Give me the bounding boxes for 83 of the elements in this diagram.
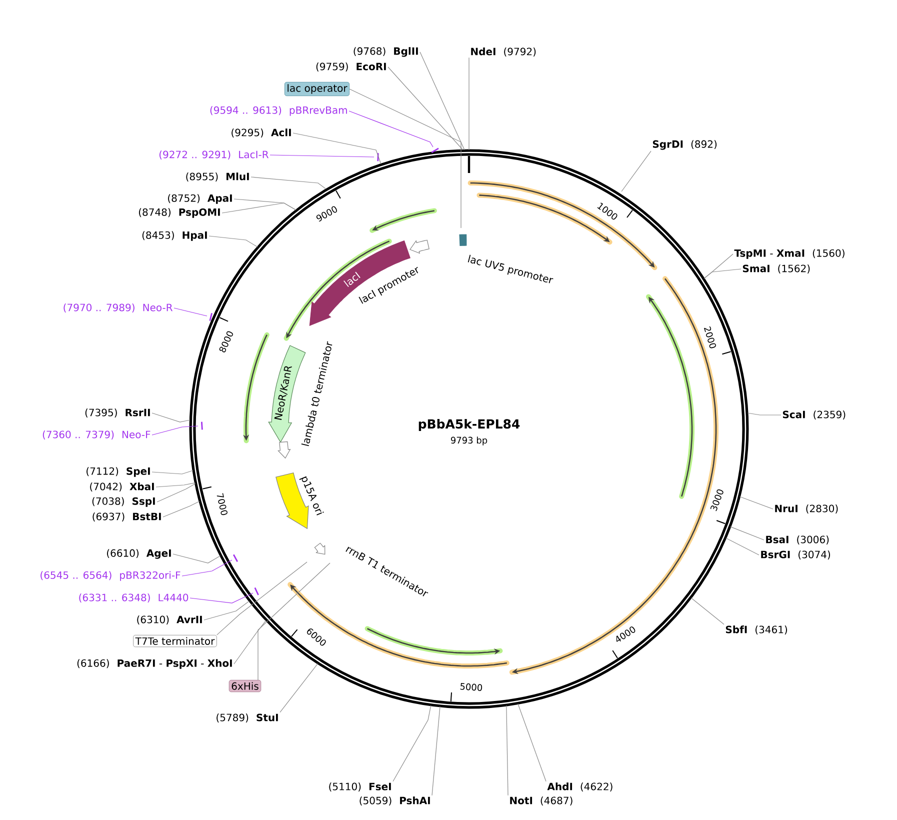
site-label: SmaI (1562)	[742, 264, 810, 274]
site-label: (8955) MluI	[186, 172, 249, 182]
leader-line	[152, 412, 190, 422]
plasmid-name: pBbA5k-EPL84	[418, 418, 520, 432]
feature-label-box: T7Te terminator	[133, 634, 217, 648]
site-label: (8748) PspOMI	[138, 208, 220, 218]
primer-label: (6545 .. 6564) pBR322ori-F	[40, 571, 180, 581]
feature-label-box: lac operator	[284, 82, 350, 96]
leader-line	[152, 426, 198, 436]
tick-label: 2000	[704, 326, 716, 348]
leader-line	[250, 176, 326, 190]
leader-line	[258, 562, 330, 680]
primer-label: (9594 .. 9613) pBRrevBam	[210, 106, 347, 116]
leader-line	[388, 66, 464, 150]
site-label: (8752) ApaI	[168, 194, 232, 204]
site-label: (5059) PshAI	[360, 796, 430, 806]
leader-line	[182, 560, 232, 576]
leader-line	[349, 88, 462, 228]
node-label: lac UV5 promoter	[468, 254, 554, 284]
tick-label: 5000	[460, 683, 482, 691]
site-label: (7112) SpeI	[86, 467, 150, 477]
site-label: (6310) AvrII	[137, 616, 202, 624]
site-label: (9768) BglII	[354, 47, 418, 57]
site-label: (6937) BstBI	[92, 512, 161, 522]
primer-label: (7970 .. 7989) Neo-R	[64, 304, 173, 312]
leader-line	[747, 412, 782, 416]
tick-label: 3000	[710, 489, 724, 512]
leader-line	[468, 57, 470, 150]
leader-line	[432, 706, 440, 796]
site-label: (7038) SspI	[92, 497, 155, 507]
leader-line	[292, 132, 382, 164]
leader-line	[690, 598, 724, 625]
site-label: (7395) RsrII	[85, 408, 150, 418]
plasmid-length: 9793 bp	[450, 436, 488, 446]
site-label: (6610) AgeI	[107, 549, 171, 559]
site-label: ScaI (2359)	[782, 410, 846, 420]
leader-line	[204, 600, 250, 620]
feature-segment: lac UV5 promoter	[459, 234, 554, 284]
leader-line	[208, 236, 258, 248]
site-label: BsaI (3006)	[766, 536, 829, 544]
leader-line	[270, 154, 374, 158]
leader-line	[156, 482, 196, 488]
site-label: SbfI (3461)	[726, 626, 788, 634]
leader-line	[190, 592, 254, 604]
leader-line	[162, 500, 200, 518]
site-label: AhdI (4622)	[547, 782, 612, 792]
leader-line	[506, 705, 508, 796]
leader-line	[739, 496, 774, 510]
leader-line	[730, 526, 764, 540]
site-label: (5110) FseI	[329, 782, 391, 792]
primer-label: (9272 .. 9291) LacI-R	[159, 150, 269, 160]
feature-label-box: 6xHis	[228, 680, 262, 692]
site-label: (9295) AclI	[232, 128, 291, 138]
site-label: TspMI - XmaI (1560)	[734, 249, 844, 259]
leader-line	[704, 268, 742, 279]
leader-line	[222, 202, 296, 214]
leader-line	[174, 308, 208, 316]
leader-line	[216, 562, 308, 636]
site-label: (9759) EcoRI	[316, 62, 386, 72]
leader-line	[392, 705, 432, 782]
site-label: BsrGI (3074)	[761, 550, 830, 560]
site-label: (6166) PaeR7I - PspXI - XhoI	[77, 659, 232, 669]
leader-line	[621, 150, 652, 192]
primer-label: (6331 .. 6348) L4440	[79, 594, 188, 602]
site-label: (5789) StuI	[216, 714, 278, 722]
site-label: NruI (2830)	[775, 504, 838, 514]
primer-label: (7360 .. 7379) Neo-F	[42, 430, 150, 440]
leader-line	[156, 483, 196, 502]
site-label: (7042) XbaI	[90, 482, 154, 492]
leader-line	[348, 110, 434, 148]
leader-line	[280, 663, 318, 713]
leader-line	[152, 470, 194, 474]
tick-label: 8000	[219, 331, 233, 352]
site-label: NdeI (9792)	[471, 48, 536, 56]
leader-line	[726, 538, 760, 556]
leader-line	[172, 554, 221, 564]
leader-line	[518, 703, 546, 782]
site-label: NotI (4687)	[510, 796, 572, 806]
site-label: SgrDI (892)	[652, 140, 717, 150]
leader-line	[234, 620, 266, 664]
tick-label: 7000	[216, 493, 228, 516]
leader-line	[420, 52, 465, 150]
site-label: (8453) HpaI	[142, 231, 207, 241]
